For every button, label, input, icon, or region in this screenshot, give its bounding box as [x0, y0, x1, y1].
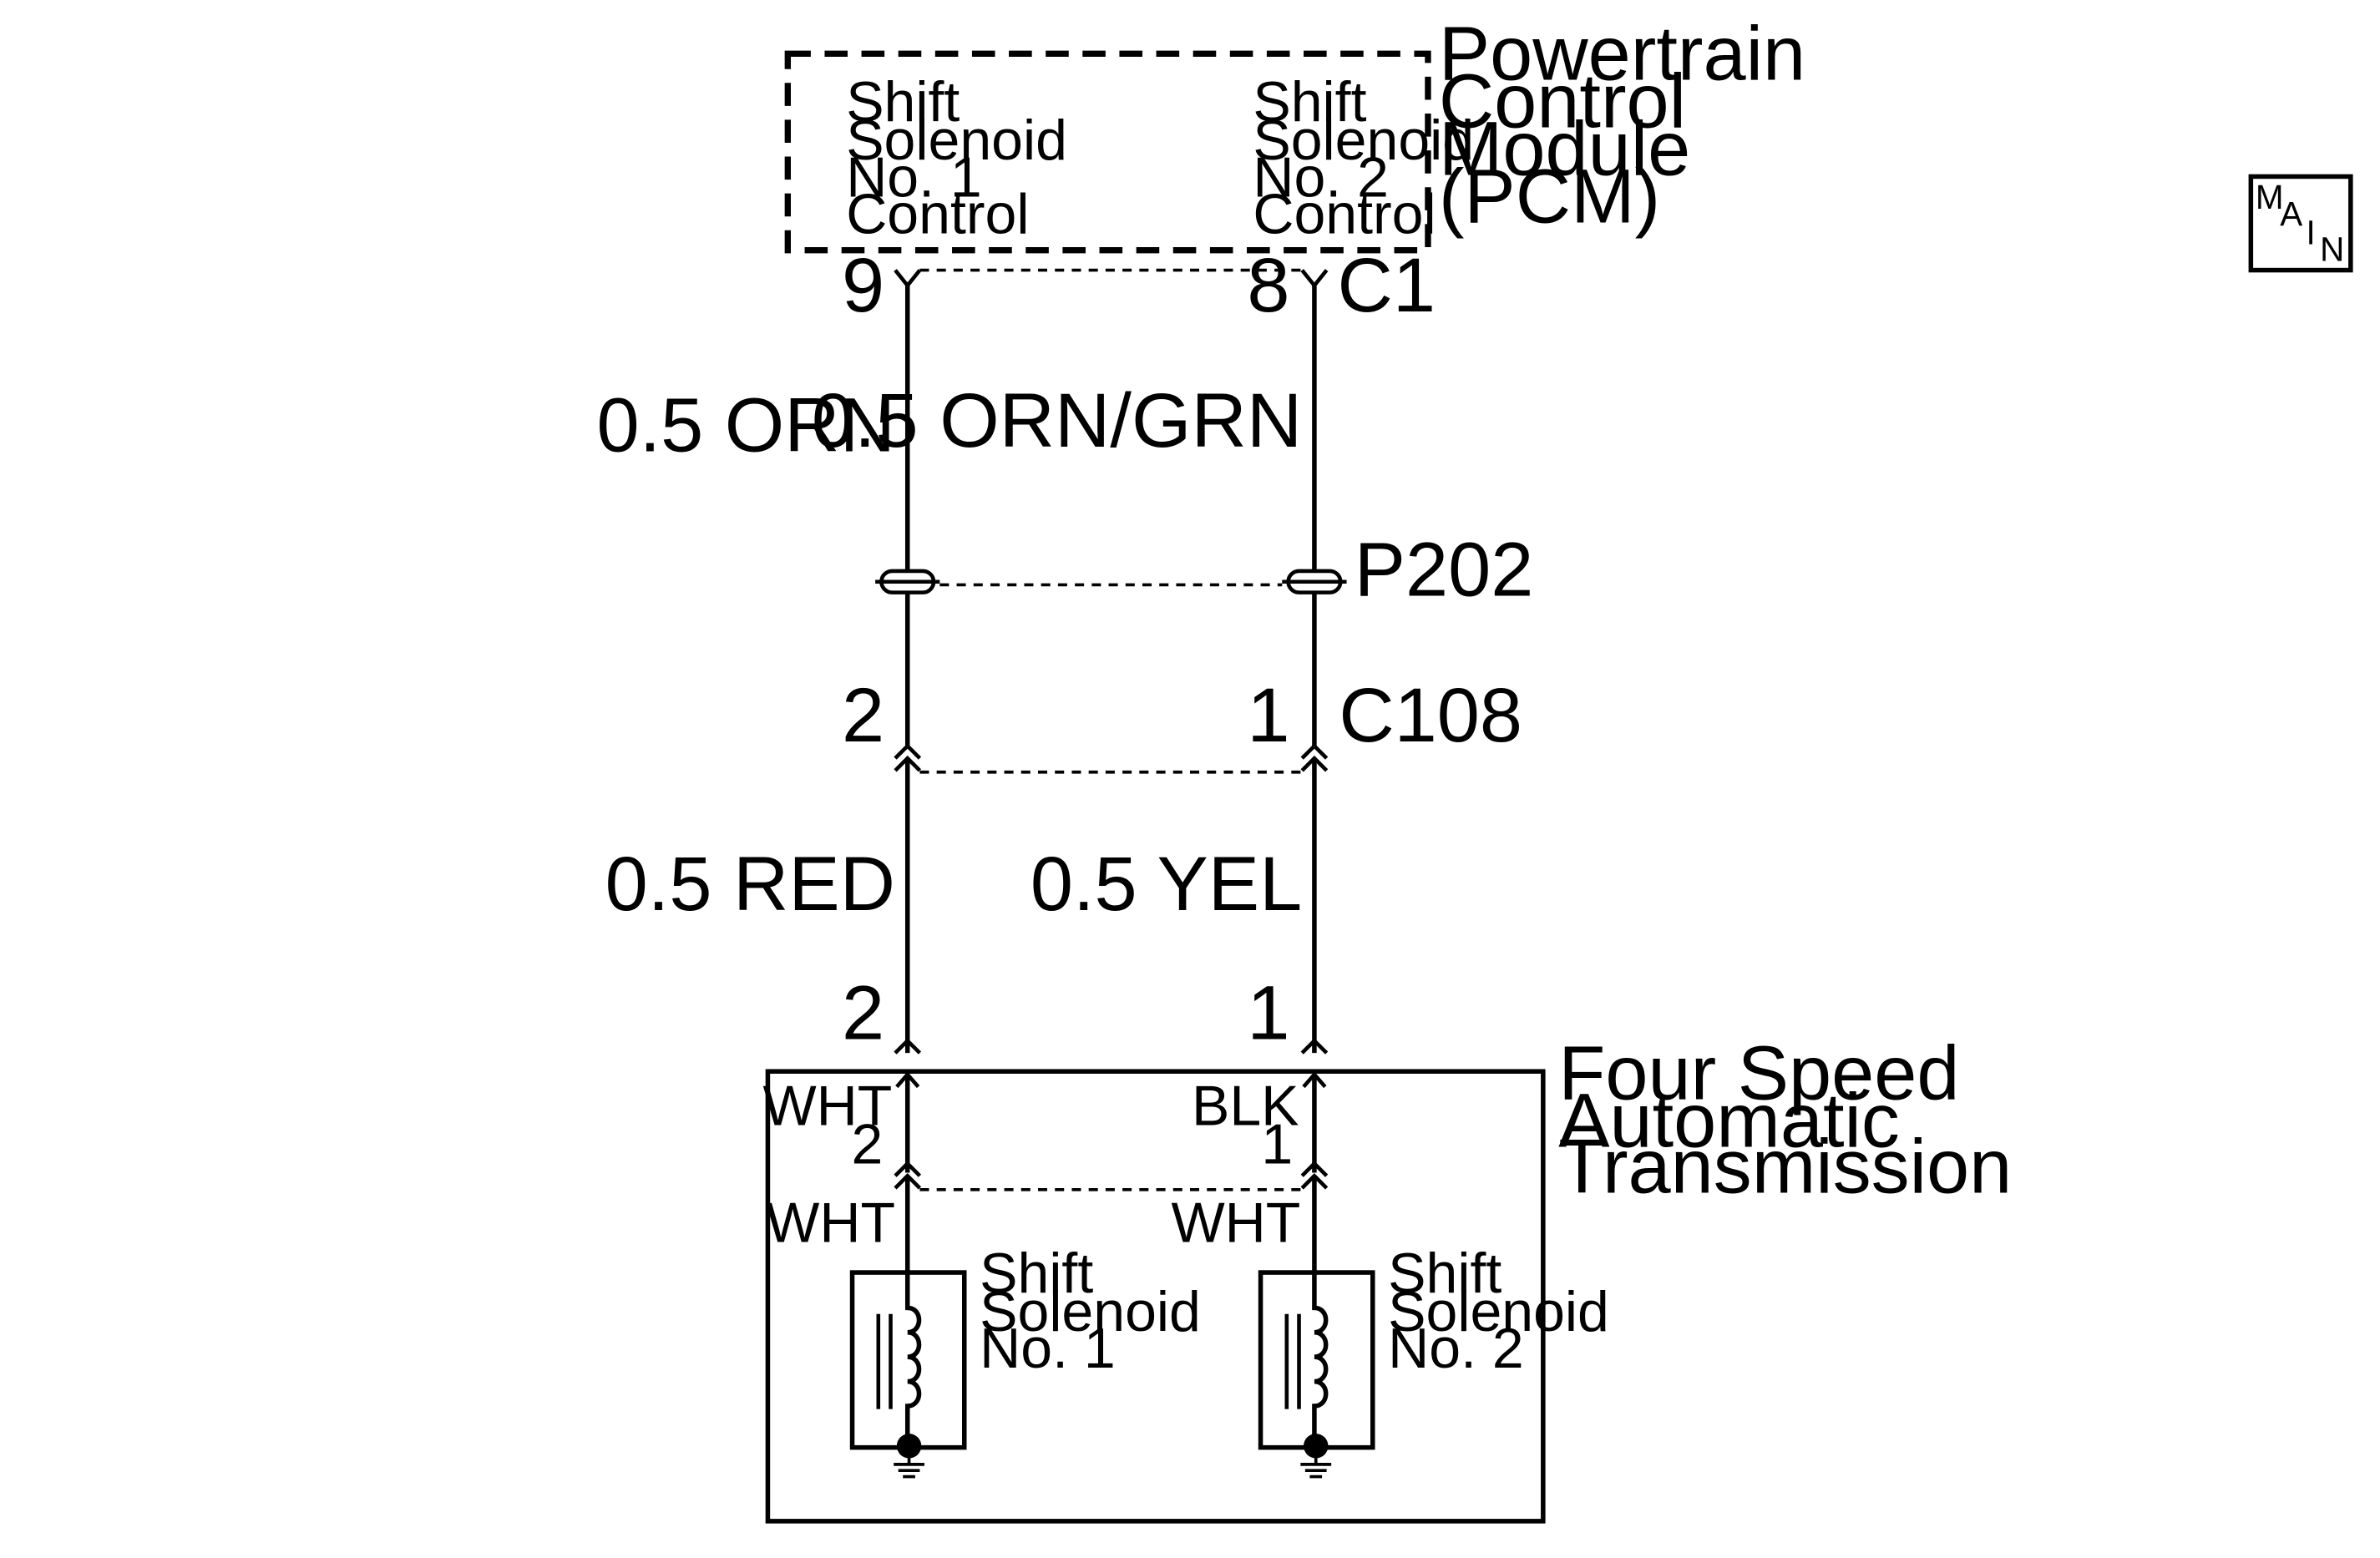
internal-bottom-right-color: WHT	[1171, 1191, 1300, 1254]
internal-top-right-color: BLK	[1192, 1075, 1299, 1138]
shift-solenoid-2: Shift Solenoid No. 2	[1258, 1242, 1609, 1479]
solenoid-1-label-line1: Shift	[980, 1242, 1093, 1305]
c1-pin-right-symbol	[1300, 269, 1329, 289]
pcm-label-line2: Control	[1439, 59, 1686, 144]
solenoid-2-ground-icon	[1300, 1458, 1332, 1479]
wire-lower-right-label: 0.5 YEL	[1030, 842, 1302, 927]
main-badge[interactable]: M A I N	[2248, 174, 2353, 273]
c108-pin-left: 2	[842, 673, 884, 758]
solenoid-2-ground-node	[1304, 1434, 1329, 1459]
main-badge-letter-i: I	[2307, 213, 2316, 251]
c1-pin-left-symbol	[894, 269, 922, 289]
c108-name: C108	[1339, 673, 1522, 758]
c1-name: C1	[1337, 243, 1436, 328]
solenoid-2-label-line3: No. 2	[1388, 1317, 1524, 1380]
internal-connector-pin-right: 1	[1261, 1113, 1293, 1176]
trans-pin-right-symbol	[1300, 1038, 1329, 1055]
wire-lower-left-label: 0.5 RED	[605, 842, 895, 927]
trans-pin-right: 1	[1247, 971, 1289, 1056]
transmission-box	[765, 1069, 1546, 1524]
main-badge-letter-a: A	[2280, 195, 2302, 233]
pcm-sol2-control-line2: Solenoid	[1253, 109, 1474, 172]
pcm-sol1-control-line1: Shift	[846, 70, 960, 134]
connector-trans: 2 1	[842, 971, 1329, 1056]
p202-name: P202	[1355, 527, 1534, 612]
pcm-sol2-control-label: Shift Solenoid No. 2 Control	[1253, 70, 1474, 245]
pcm-sol1-control-line3: No. 1	[846, 145, 982, 209]
solenoid-2-label-line1: Shift	[1388, 1242, 1501, 1305]
pcm-sol1-control-label: Shift Solenoid No. 1 Control	[846, 70, 1067, 245]
solenoid-2-label-line2: Solenoid	[1388, 1280, 1609, 1343]
shift-solenoid-1: Shift Solenoid No. 1	[849, 1242, 1201, 1479]
pcm-label-line4: (PCM)	[1439, 154, 1660, 240]
transmission-label-line2: Automatic	[1558, 1078, 1900, 1163]
pcm-sol2-control-line4: Control	[1253, 182, 1436, 245]
solenoid-2-coil-icon	[1312, 1272, 1329, 1444]
main-badge-letter-n: N	[2320, 230, 2344, 269]
c1-pin-right: 8	[1247, 243, 1289, 328]
main-badge-box[interactable]	[2248, 174, 2353, 273]
pcm-module: Powertrain Control Module (PCM) Shift So…	[784, 12, 1805, 254]
c1-pin-left: 9	[842, 243, 884, 328]
solenoid-1-coil-icon	[904, 1272, 922, 1444]
connector-p202: P202	[875, 527, 1533, 612]
internal-top-left-color: WHT	[762, 1075, 892, 1138]
pcm-sol1-control-line2: Solenoid	[846, 109, 1067, 172]
pcm-label-line3: Module	[1439, 107, 1690, 192]
pcm-sol2-control-line3: No. 2	[1253, 145, 1389, 209]
pcm-sol1-control-line4: Control	[846, 182, 1029, 245]
connector-c1: 9 8 C1	[842, 243, 1436, 328]
c108-pin-right: 1	[1247, 673, 1289, 758]
wire-upper-right-label: 0.5 ORN/GRN	[812, 378, 1302, 463]
solenoid-1-label-line2: Solenoid	[980, 1280, 1201, 1343]
transmission-label-line1: Four Speed	[1558, 1030, 1959, 1115]
internal-bottom-left-color: WHT	[766, 1191, 895, 1254]
connector-c108: 2 1 C108	[842, 673, 1522, 774]
pcm-sol2-control-line1: Shift	[1253, 70, 1366, 134]
solenoid-1-ground-icon	[894, 1458, 924, 1479]
solenoid-1-ground-node	[896, 1434, 922, 1459]
main-badge-letter-m: M	[2256, 178, 2284, 216]
trans-pin-left-symbol	[894, 1038, 922, 1055]
pcm-label-line1: Powertrain	[1439, 12, 1805, 97]
solenoid-1-label-line3: No. 1	[980, 1317, 1116, 1380]
transmission-label-line3: Transmission	[1558, 1124, 2012, 1209]
wire-upper-left-label: 0.5 ORN	[596, 382, 895, 468]
trans-pin-left: 2	[842, 971, 884, 1056]
transmission-module: Four Speed Automatic Transmission WHT BL…	[762, 1030, 2012, 1524]
internal-connector-pin-left: 2	[851, 1113, 883, 1176]
pcm-dashed-box	[784, 50, 1431, 254]
